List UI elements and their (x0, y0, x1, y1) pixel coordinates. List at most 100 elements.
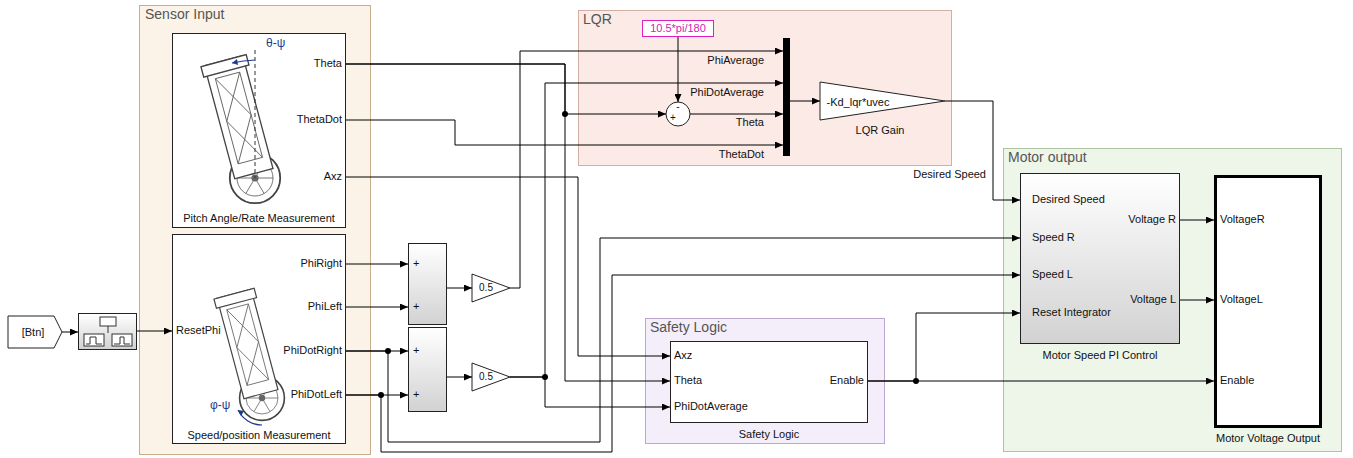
port-label: PhiDotLeft (291, 388, 342, 401)
from-tag-shape (8, 316, 62, 348)
signal-line (1180, 300, 1214, 301)
block-name: Motor Speed PI Control (1043, 348, 1158, 362)
signal-label: Desired Speed (912, 168, 987, 181)
signal-line (346, 120, 783, 145)
constant-block: 10.5*pi/180 (642, 20, 714, 37)
block-name: LQR Gain (856, 123, 905, 137)
branch-dots (378, 111, 919, 398)
subsystem-area: LQR 10.5*pi/180 -+ -Kd_lqr*uvecLQR Gain (578, 10, 952, 166)
subsystem-area: Safety LogicAxzThetaPhiDotAverageEnableS… (645, 318, 885, 444)
signal-line (790, 101, 820, 102)
port-label: + (413, 257, 419, 270)
signal-line (346, 64, 670, 381)
signal-line (678, 37, 679, 102)
block-name: - (676, 100, 679, 113)
signal-line (1180, 220, 1214, 221)
port-label: Axz (324, 170, 342, 183)
signal-line (62, 332, 78, 333)
signal-label: PhiAverage (706, 54, 765, 67)
signal-line (510, 51, 783, 288)
signal-line (510, 83, 783, 377)
port-label: PhiDotAverage (674, 400, 748, 413)
angle-arc (238, 410, 262, 425)
block-name: [Btn] (22, 325, 45, 339)
block-name: Safety Logic (739, 427, 800, 441)
vertical-reference (255, 50, 256, 178)
port-label: VoltageR (1220, 213, 1265, 226)
subsystem-area: Motor outputDesired SpeedSpeed R Speed L R… (1003, 148, 1342, 452)
sum-block: ++ (408, 243, 447, 325)
segway-figure (214, 288, 284, 420)
gain-shape (472, 274, 510, 302)
pi-control-block: Desired SpeedSpeed R Speed L Reset Integra… (1020, 173, 1180, 344)
detector-icon (84, 334, 104, 346)
port-label: VoltageL (1220, 293, 1263, 306)
signal-label: PhiDotAverage (689, 86, 765, 99)
port-label: Voltage L (1130, 293, 1176, 306)
area-title: Sensor Input (145, 6, 224, 23)
signal-line (868, 381, 1214, 382)
mux-bar (783, 38, 790, 156)
segway-figure (201, 55, 280, 204)
port-label: Enable (1220, 374, 1254, 387)
block-name: Speed/position Measurement (187, 428, 330, 442)
block-name: + (670, 111, 676, 124)
signal-line (346, 307, 408, 308)
area-title: LQR (583, 11, 612, 28)
signal-line (346, 177, 670, 356)
signal-label: ThetaDot (718, 148, 765, 161)
detector-icon (108, 326, 109, 333)
angle-arrow (238, 410, 244, 416)
detector-icon (100, 317, 116, 326)
block-name: Motor Voltage Output (1216, 431, 1320, 445)
block-name: -Kd_lqr*uvec (827, 95, 890, 109)
sum-block: ++ (408, 327, 447, 412)
safety-block: AxzThetaPhiDotAverageEnableSafety Logic (670, 341, 868, 423)
port-label: Desired Speed (1032, 193, 1105, 206)
gain-shape (472, 363, 510, 391)
signal-label: Theta (735, 116, 765, 129)
signal-line (346, 64, 666, 114)
angle-symbol: φ-ψ (210, 398, 230, 412)
pulse-icon (114, 337, 130, 344)
angle-arrow (232, 59, 238, 65)
port-label: + (413, 388, 419, 401)
port-label: Theta (314, 57, 342, 70)
gain-shape (820, 82, 945, 120)
pulse-icon (86, 337, 102, 344)
area-title: Motor output (1008, 149, 1087, 166)
port-label: Theta (674, 374, 702, 387)
signal-line (447, 377, 472, 378)
port-label: Axz (674, 349, 692, 362)
port-label: + (413, 300, 419, 313)
signal-line (346, 264, 408, 265)
port-label: ResetPhi (176, 324, 221, 337)
block-name: 0.5 (479, 281, 493, 294)
block-name: Pitch Angle/Rate Measurement (183, 211, 335, 225)
signal-line (868, 313, 1020, 381)
signal-line (346, 275, 1020, 452)
port-label: Reset Integrator (1032, 306, 1111, 319)
signal-line (346, 238, 1020, 442)
block-name: 0.5 (479, 370, 493, 383)
port-label: + (413, 344, 419, 357)
signal-line (945, 101, 1020, 200)
port-label: ThetaDot (297, 113, 342, 126)
port-label: PhiDotRight (283, 344, 342, 357)
angle-symbol: θ-ψ (266, 36, 285, 50)
port-label: Enable (830, 374, 864, 387)
port-label: 10.5*pi/180 (650, 22, 706, 35)
port-label: Speed R (1032, 231, 1075, 244)
port-label: Voltage R (1128, 213, 1176, 226)
detector-icon (112, 334, 132, 346)
sum-shape (666, 102, 690, 126)
port-label: PhiLeft (308, 300, 342, 313)
signal-line (447, 288, 472, 289)
area-title: Safety Logic (650, 319, 727, 336)
port-label: Speed L (1032, 268, 1073, 281)
signal-line (690, 114, 783, 115)
voltage-output-block: VoltageRVoltageLEnableMotor Voltage Outp… (1214, 175, 1322, 428)
signal-line (137, 331, 172, 332)
